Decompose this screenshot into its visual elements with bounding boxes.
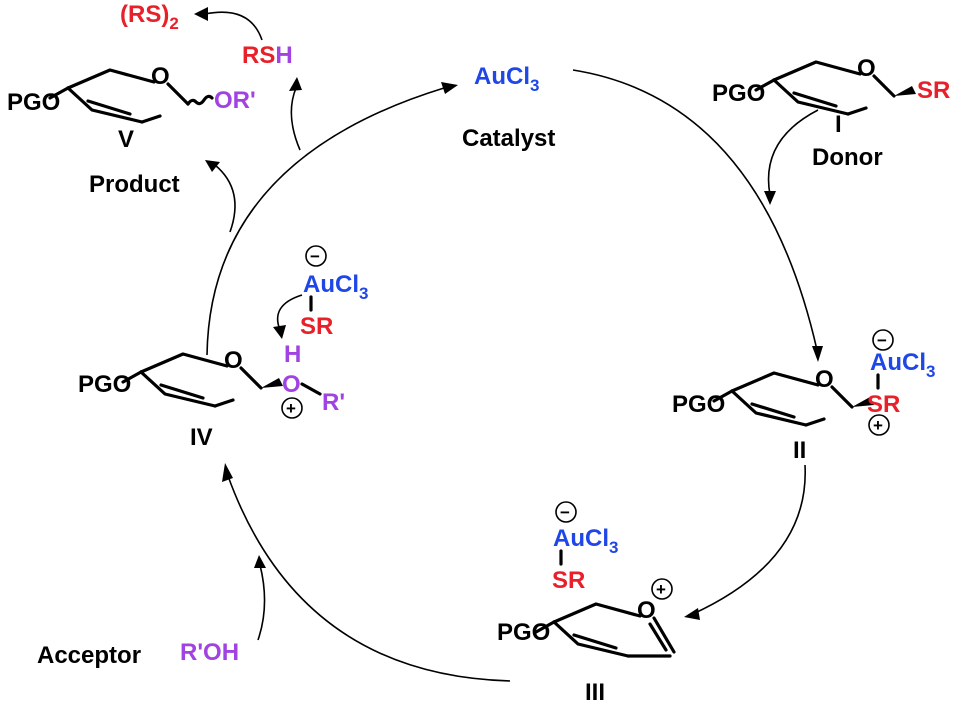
donor-sr: SR bbox=[917, 77, 950, 104]
iii-ring-oxygen: O bbox=[637, 597, 656, 624]
donor-pgo: PGO bbox=[712, 80, 765, 107]
product-label: Product bbox=[89, 171, 180, 198]
acceptor-formula: R'OH bbox=[180, 639, 239, 666]
iii-aucl3: AuCl3 bbox=[553, 525, 618, 557]
iv-oxygen: O bbox=[282, 371, 301, 398]
product-or-prime: OR' bbox=[214, 87, 256, 114]
cycle-arrows bbox=[194, 7, 823, 682]
iv-hydrogen: H bbox=[284, 341, 301, 368]
iv-aucl3: AuCl3 bbox=[303, 271, 368, 303]
arc-ii-to-iii bbox=[692, 464, 806, 615]
byproducts: RSH (RS)2 bbox=[120, 1, 293, 69]
ii-sr: SR bbox=[867, 391, 900, 418]
arc-product-out bbox=[214, 164, 236, 233]
ii-ring-oxygen: O bbox=[815, 366, 834, 393]
iv-ring-oxygen: O bbox=[224, 347, 243, 374]
iv-plus-sign: + bbox=[286, 399, 296, 418]
iii-sr: SR bbox=[552, 567, 585, 594]
arrowhead-disulfide-out bbox=[194, 7, 208, 21]
product-pgo: PGO bbox=[7, 89, 60, 116]
acceptor-label: Acceptor bbox=[37, 642, 141, 669]
thiol-rsh: RSH bbox=[242, 42, 293, 69]
iii-minus-ring bbox=[555, 501, 577, 523]
catalyst-group: AuCl3 Catalyst bbox=[462, 63, 555, 152]
iv-r-prime: R' bbox=[322, 389, 345, 416]
iii-roman: III bbox=[585, 679, 605, 706]
iii-minus-sign: − bbox=[560, 503, 570, 522]
arrowhead-catalyst bbox=[441, 82, 458, 94]
arrowhead-iv bbox=[222, 463, 233, 482]
donor-roman: I bbox=[835, 111, 842, 138]
arc-acceptor-in bbox=[257, 564, 266, 641]
ii-aucl3: AuCl3 bbox=[870, 349, 935, 381]
donor-structure: PGO O SR I Donor bbox=[712, 55, 950, 171]
catalyst-formula: AuCl3 bbox=[474, 63, 539, 95]
product-ring-oxygen: O bbox=[151, 63, 170, 90]
arrowhead-ii bbox=[812, 346, 823, 362]
iii-plus-ring bbox=[651, 578, 673, 600]
iv-roman: IV bbox=[190, 424, 213, 451]
iv-plus-ring bbox=[281, 397, 303, 419]
product-structure: PGO O OR' V Product bbox=[7, 63, 256, 198]
ii-plus-sign: + bbox=[873, 416, 883, 435]
acceptor-group: Acceptor R'OH bbox=[37, 639, 239, 669]
arrowhead-iii bbox=[684, 608, 700, 620]
intermediate-iii: − AuCl3 SR PGO O + III bbox=[497, 501, 676, 706]
product-roman: V bbox=[118, 126, 134, 153]
arc-iv-to-catalyst bbox=[206, 87, 445, 356]
donor-label: Donor bbox=[812, 144, 883, 171]
iii-pgo: PGO bbox=[497, 619, 550, 646]
disulfide: (RS)2 bbox=[120, 1, 179, 33]
donor-ring-oxygen: O bbox=[857, 55, 876, 82]
arrowhead-proton-abstraction bbox=[273, 325, 286, 339]
catalyst-label: Catalyst bbox=[462, 125, 555, 152]
intermediate-ii: PGO O − AuCl3 SR + II bbox=[672, 329, 935, 464]
arrowhead-product-out bbox=[205, 160, 220, 172]
ii-minus-sign: − bbox=[877, 331, 887, 350]
arc-catalyst-to-ii bbox=[572, 69, 818, 351]
arrowhead-rsh-out bbox=[289, 77, 302, 91]
arrowhead-acceptor-in bbox=[254, 555, 266, 568]
arrowhead-donor-in bbox=[764, 191, 776, 205]
ii-roman: II bbox=[793, 437, 806, 464]
arc-proton-abstraction bbox=[276, 294, 303, 331]
arc-iii-to-iv bbox=[227, 475, 511, 682]
iv-sr: SR bbox=[300, 313, 333, 340]
ii-pgo: PGO bbox=[672, 391, 725, 418]
arc-donor-in bbox=[767, 109, 819, 196]
iv-minus-ring bbox=[305, 245, 327, 267]
iv-minus-sign: − bbox=[310, 247, 320, 266]
intermediate-iv: − AuCl3 SR PGO O H O R' + IV bbox=[78, 245, 368, 451]
iii-plus-sign: + bbox=[656, 580, 666, 599]
arc-rsh-out bbox=[290, 87, 301, 151]
ii-plus-ring bbox=[868, 414, 890, 436]
ii-minus-ring bbox=[872, 329, 894, 351]
iv-pgo: PGO bbox=[78, 371, 131, 398]
arc-disulfide-out bbox=[204, 11, 263, 41]
